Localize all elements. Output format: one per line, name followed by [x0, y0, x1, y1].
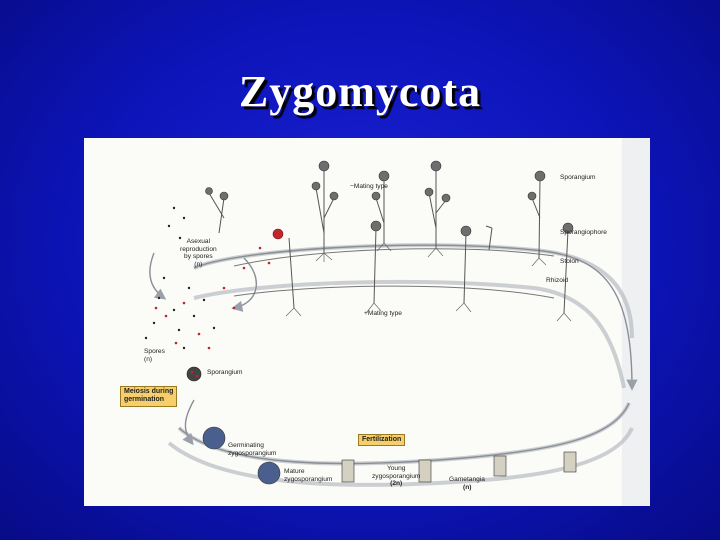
mature-zygosporangium-label: Mature zygosporangium: [284, 468, 333, 483]
meiosis-during-germination-box: Meiosis during germination: [120, 386, 178, 407]
life-cycle-diagram: −Mating type +Mating type Sporangium Spo…: [84, 138, 650, 506]
fertilization-box: Fertilization: [358, 434, 406, 447]
germinating-zygosporangium-label: Germinating zygosporangium: [228, 442, 277, 457]
sporangiophores: [208, 168, 569, 314]
sporangium-label-top: Sporangium: [560, 174, 596, 181]
spores: [144, 206, 216, 350]
spores-label: Spores (n): [144, 348, 165, 363]
plus-mating-type-label: +Mating type: [364, 310, 402, 317]
zygosporangia: [202, 426, 577, 485]
sporangiophore-label: Sporangiophore: [560, 229, 607, 236]
sporangium-label-left: Sporangium: [207, 369, 243, 376]
rhizoid-label: Rhizoid: [546, 277, 568, 284]
young-zygosporangium-label: Young zygosporangium (2n): [372, 465, 421, 488]
sporangia: [205, 160, 574, 237]
gametangia-label: Gametangia (n): [449, 476, 485, 491]
minus-mating-type-label: −Mating type: [350, 183, 388, 190]
asexual-reproduction-label: Asexual reproduction by spores (n): [180, 238, 217, 268]
life-cycle-illustration: [84, 138, 650, 506]
slide-title: Zygomycota: [238, 67, 482, 116]
stolon-label: Stolon: [560, 258, 579, 265]
